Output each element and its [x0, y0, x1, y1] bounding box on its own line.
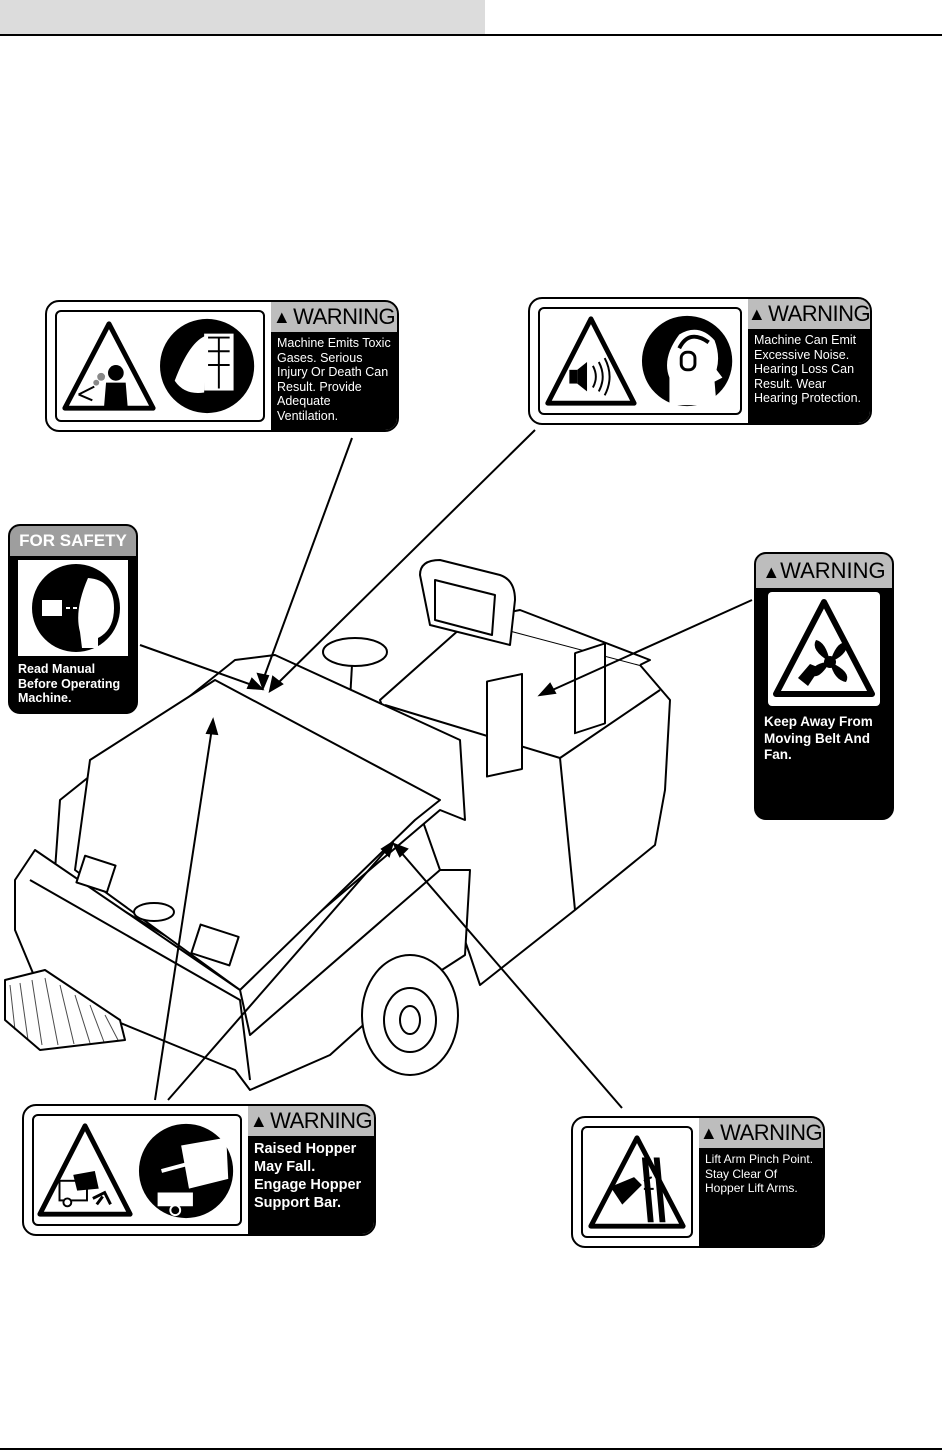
decal-noise-pictograms — [538, 307, 742, 415]
decal-raised-hopper: ▲WARNING Raised Hopper May Fall. Engage … — [22, 1104, 376, 1236]
loud-speaker-icon — [545, 316, 637, 406]
decal-lift-arm: ▲WARNING Lift Arm Pinch Point. Stay Clea… — [571, 1116, 825, 1248]
decal-toxic-gases-pictograms — [55, 310, 265, 422]
decal-read-manual: FOR SAFETY Read Manual Before Operating … — [8, 524, 138, 714]
warning-triangle-icon: ▲ — [699, 1122, 718, 1143]
decal-read-manual-pictogram — [18, 560, 128, 656]
decal-lift-arm-panel: ▲WARNING Lift Arm Pinch Point. Stay Clea… — [699, 1118, 823, 1246]
header-tab — [0, 0, 485, 34]
warning-triangle-icon: ▲ — [249, 1110, 268, 1131]
decal-noise-header: ▲WARNING — [748, 299, 870, 329]
pinch-point-hand-icon — [588, 1135, 686, 1229]
decal-read-manual-message: Read Manual Before Operating Machine. — [18, 662, 121, 705]
decal-noise-message: Machine Can Emit Excessive Noise. Hearin… — [754, 333, 862, 405]
decal-toxic-gases-header: ▲WARNING — [271, 302, 397, 332]
warning-triangle-icon: ▲ — [762, 562, 781, 582]
decal-raised-hopper-header: ▲WARNING — [248, 1106, 374, 1136]
decal-raised-hopper-pictograms — [32, 1114, 242, 1226]
decal-belt-fan-header: ▲WARNING — [756, 554, 892, 588]
decal-belt-fan: ▲WARNING Keep Away From Moving Belt And … — [754, 552, 894, 820]
decal-noise: ▲WARNING Machine Can Emit Excessive Nois… — [528, 297, 872, 425]
footer-rule — [0, 1448, 942, 1450]
warning-triangle-icon: ▲ — [272, 306, 291, 327]
decal-lift-arm-header: ▲WARNING — [699, 1118, 823, 1148]
decal-read-manual-header: FOR SAFETY — [10, 526, 136, 556]
decal-raised-hopper-message: Raised Hopper May Fall. Engage Hopper Su… — [254, 1141, 362, 1211]
decal-toxic-gases-panel: ▲WARNING Machine Emits Toxic Gases. Seri… — [271, 302, 397, 430]
hearing-protection-icon — [641, 315, 733, 407]
hopper-support-bar-icon — [138, 1123, 234, 1219]
decal-toxic-gases: ▲WARNING Machine Emits Toxic Gases. Seri… — [45, 300, 399, 432]
decal-belt-fan-message: Keep Away From Moving Belt And Fan. — [764, 714, 873, 762]
header-rule — [0, 34, 942, 36]
open-window-ventilation-icon — [160, 318, 255, 414]
decal-lift-arm-pictogram — [581, 1126, 693, 1238]
decal-raised-hopper-panel: ▲WARNING Raised Hopper May Fall. Engage … — [248, 1106, 374, 1234]
decal-lift-arm-message: Lift Arm Pinch Point. Stay Clear Of Hopp… — [705, 1152, 814, 1195]
warning-triangle-icon: ▲ — [747, 303, 766, 324]
decal-noise-panel: ▲WARNING Machine Can Emit Excessive Nois… — [748, 299, 870, 423]
falling-hopper-crush-icon — [37, 1123, 133, 1217]
exhaust-fumes-person-icon — [62, 321, 156, 411]
decal-toxic-gases-message: Machine Emits Toxic Gases. Serious Injur… — [277, 336, 391, 423]
decal-belt-fan-pictogram — [768, 592, 880, 706]
read-manual-icon — [32, 564, 120, 652]
fan-hand-hazard-icon — [773, 599, 875, 697]
